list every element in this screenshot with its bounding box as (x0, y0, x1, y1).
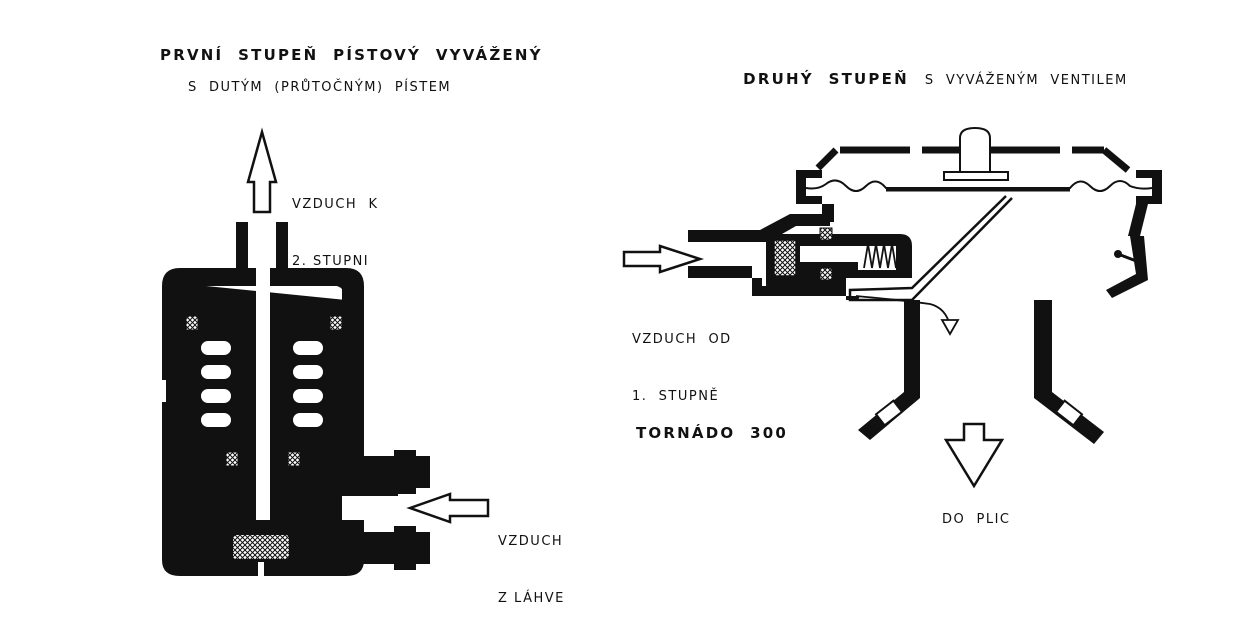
arrow-up-icon (246, 127, 278, 214)
bite-tab-right (1054, 399, 1084, 427)
valve-spring-icon (863, 243, 901, 269)
exhaust-housing (1106, 236, 1148, 298)
label-air-from-stage1: VZDUCH OD 1. STUPNĚ (632, 292, 732, 425)
mouth-left (858, 300, 920, 440)
second-stage-title-rest: S VYVÁŽENÝM VENTILEM (924, 73, 1128, 88)
inlet-block-top-cap (394, 450, 416, 494)
seal-stem-right-icon (287, 451, 301, 467)
piston-bore (256, 222, 270, 520)
spring-right-icon (291, 339, 325, 429)
arrow-left-icon (406, 492, 490, 524)
model-name: TORNÁDO 300 (636, 424, 789, 442)
label-air-to-stage2-line1: VZDUCH K (292, 197, 379, 212)
label-air-from-stage1-line1: VZDUCH OD (632, 332, 732, 347)
seal-left-icon (185, 315, 199, 331)
second-stage-title-bold: DRUHÝ STUPEŇ (743, 70, 909, 88)
inlet-tube (688, 214, 830, 242)
valve-seat-icon (231, 533, 291, 561)
inlet-block-bottom-cap (394, 526, 416, 570)
label-to-lungs: DO PLIC (942, 512, 1011, 527)
valve-stem (800, 254, 860, 262)
diaphragm (805, 179, 1153, 192)
body-wall-right-upper (1128, 204, 1148, 236)
inlet-channel (342, 496, 402, 520)
second-stage-title: DRUHÝ STUPEŇ S VYVÁŽENÝM VENTILEM (730, 50, 1128, 88)
seal-stem-left-icon (225, 451, 239, 467)
arrow-down-icon (943, 422, 1005, 489)
exhaust-pivot-icon (1114, 250, 1122, 258)
first-stage-shell (162, 268, 364, 576)
first-stage-subtitle: S DUTÝM (PRŮTOČNÝM) PÍSTEM (188, 80, 452, 95)
first-stage-drawing (158, 127, 490, 578)
arrow-right-icon (622, 244, 705, 274)
flow-arrow-icon (855, 295, 951, 327)
valve-seat-icon (773, 239, 797, 277)
mouth-right (1034, 300, 1104, 444)
exhaust-flap (1117, 252, 1145, 266)
purge-button-icon[interactable] (959, 126, 991, 173)
seal-right-icon (329, 315, 343, 331)
valve-seal-top-icon (819, 227, 833, 241)
clamp-right (1136, 170, 1162, 204)
label-air-to-stage2: VZDUCH K 2. STUPNI (292, 157, 378, 290)
label-air-from-tank-line2: Z LÁHVE (498, 591, 565, 606)
tube-wall-left (236, 222, 248, 282)
label-air-from-tank: VZDUCH Z LÁHVE (498, 494, 565, 627)
purge-button-base (943, 171, 1009, 181)
spring-left-icon (199, 339, 233, 429)
base-slot (258, 562, 264, 578)
bite-tab-left (874, 399, 904, 427)
label-air-from-stage1-line2: 1. STUPNĚ (632, 389, 720, 404)
valve-housing (766, 234, 912, 296)
clamp-left (796, 170, 822, 204)
label-air-from-tank-line1: VZDUCH (498, 534, 564, 549)
demand-lever (848, 195, 1013, 302)
flow-arrow-head-icon (940, 319, 960, 336)
shell-notch (158, 380, 166, 402)
second-stage-drawing (622, 126, 1162, 489)
valve-seal-bottom-icon (819, 267, 833, 281)
mouth-wall-left (846, 296, 860, 300)
first-stage-title: PRVNÍ STUPEŇ PÍSTOVÝ VYVÁŽENÝ (160, 46, 543, 64)
tube-wall-right (276, 222, 288, 282)
label-air-to-stage2-line2: 2. STUPNI (292, 254, 370, 269)
